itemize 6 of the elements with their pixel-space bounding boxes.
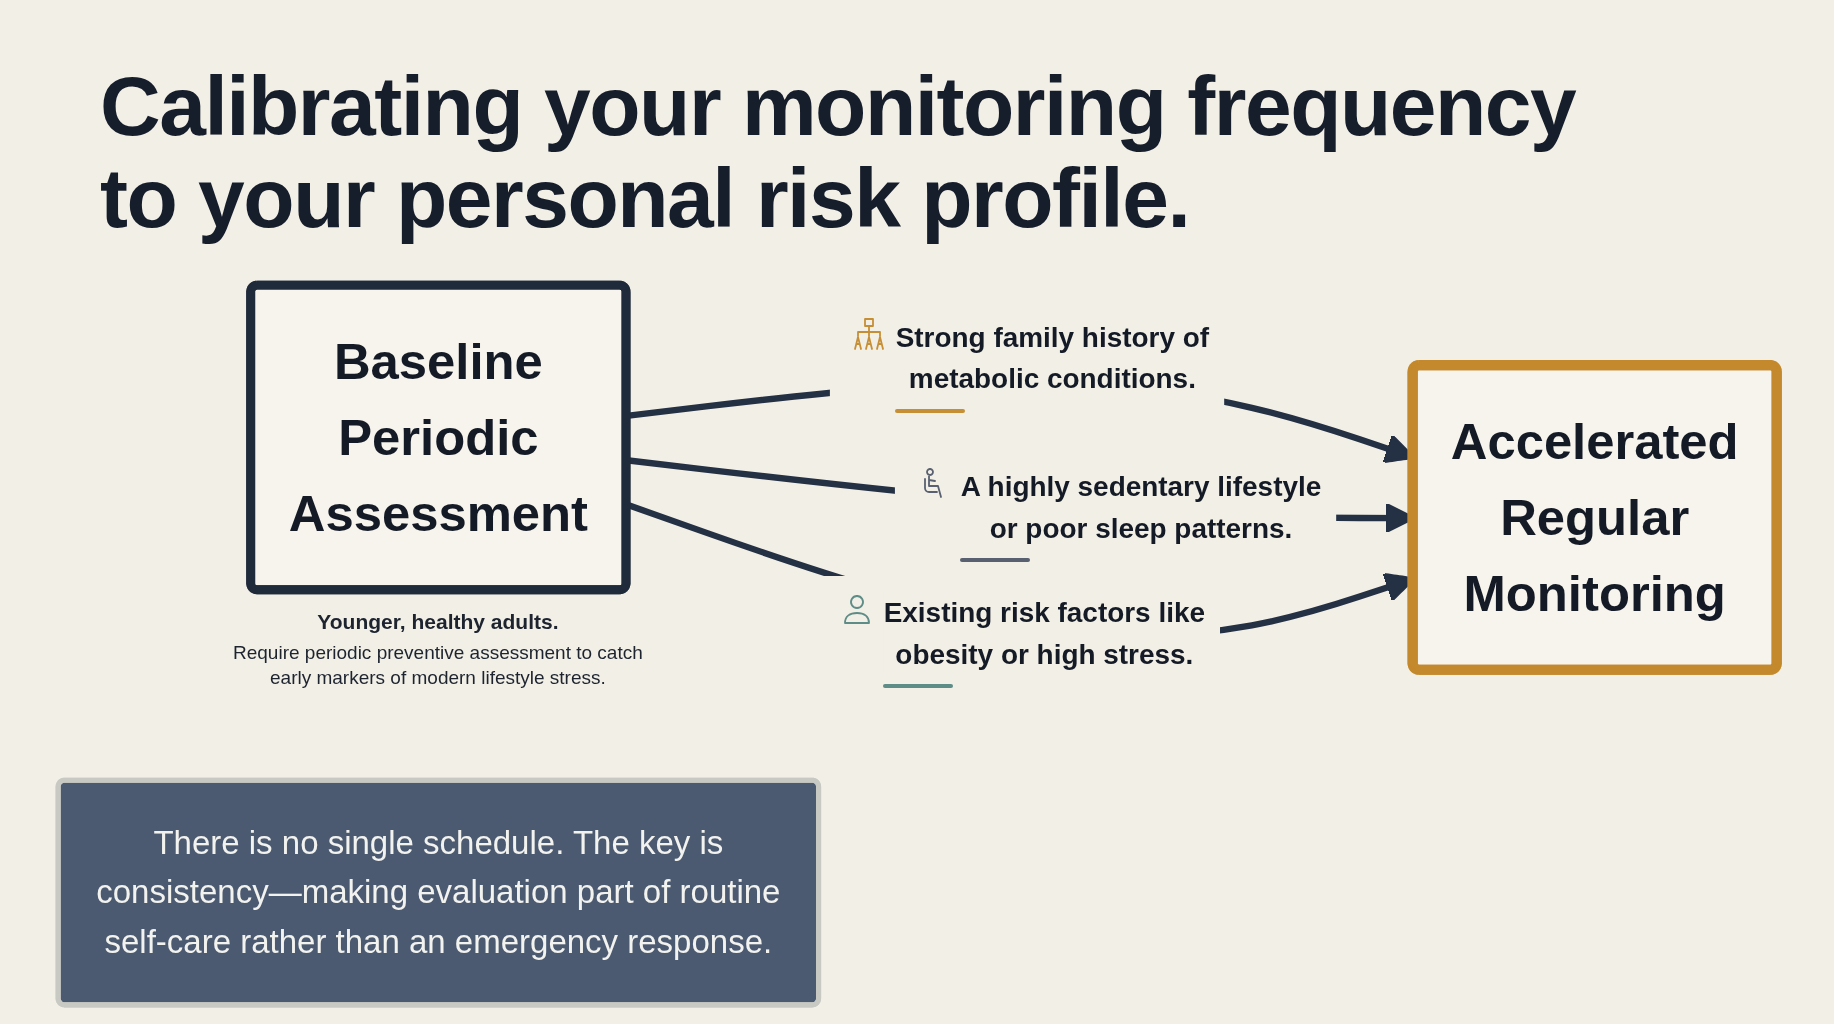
edge-label: Strong family history of metabolic conditions. xyxy=(895,321,1209,395)
node-caption-heading: Younger, healthy adults. xyxy=(316,608,560,635)
title: Calibrating your monitoring frequency to your personal risk profile. xyxy=(100,60,1577,244)
edge-label: Existing risk factors like obesity or high stress. xyxy=(883,596,1205,670)
node-caption-text: Require periodic preventive assessment to catch early markers of modern lifestyle stress. xyxy=(232,640,644,690)
edge-label: A highly sedentary lifestyle or poor sleep patterns. xyxy=(960,470,1321,545)
